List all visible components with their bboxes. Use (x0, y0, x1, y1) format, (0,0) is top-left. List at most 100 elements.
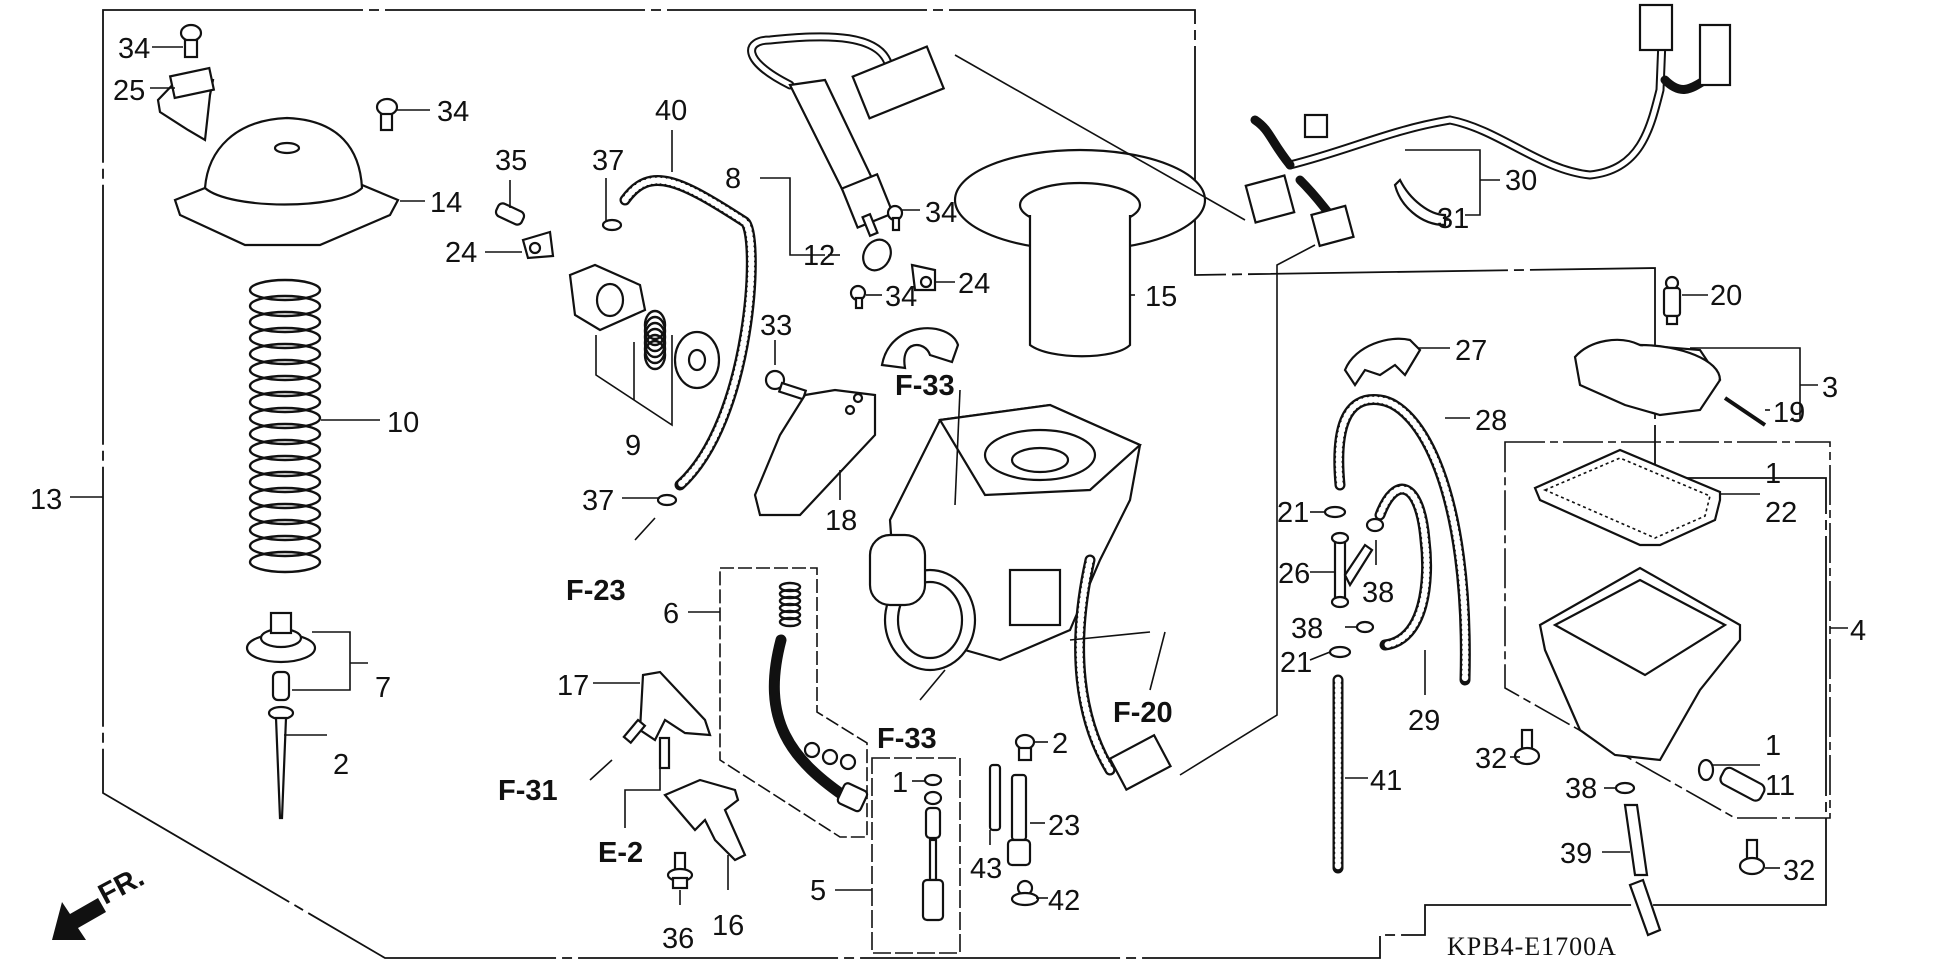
callout-5[interactable]: 5 (810, 875, 826, 907)
callout-14[interactable]: 14 (430, 187, 462, 219)
callout-36[interactable]: 36 (662, 923, 694, 955)
callout-34[interactable]: 34 (885, 281, 917, 313)
screw-32-b[interactable] (1738, 838, 1766, 876)
clamp-24-left[interactable] (521, 230, 555, 260)
reference-e2[interactable]: E-2 (598, 837, 643, 869)
callout-25[interactable]: 25 (113, 75, 145, 107)
wire-harness-30[interactable] (1244, 3, 1732, 248)
clip-38-c[interactable] (1614, 781, 1636, 795)
reference-f33-bottom[interactable]: F-33 (877, 723, 937, 755)
callout-28[interactable]: 28 (1475, 405, 1507, 437)
callout-37[interactable]: 37 (582, 485, 614, 517)
callout-31[interactable]: 31 (1437, 203, 1469, 235)
tube-holder-27[interactable] (1343, 337, 1422, 387)
callout-21[interactable]: 21 (1280, 647, 1312, 679)
screw-32-a[interactable] (1513, 728, 1541, 766)
callout-35[interactable]: 35 (495, 145, 527, 177)
clamp-24-center[interactable] (910, 263, 937, 292)
drain-tube-39[interactable] (1623, 803, 1662, 937)
throttle-stop-screw-set-6[interactable] (719, 567, 869, 838)
callout-12[interactable]: 12 (803, 240, 835, 272)
callout-19[interactable]: 19 (1773, 397, 1805, 429)
callout-2[interactable]: 2 (333, 749, 349, 781)
callout-37[interactable]: 37 (592, 145, 624, 177)
callout-1[interactable]: 1 (1765, 730, 1781, 762)
callout-10[interactable]: 10 (387, 407, 419, 439)
float-valve-20[interactable] (1662, 275, 1682, 326)
tube-29[interactable] (1374, 483, 1433, 651)
float-chamber-set-4[interactable] (1504, 441, 1831, 819)
spring-10[interactable] (248, 278, 322, 574)
slow-jet-43[interactable] (988, 763, 1002, 832)
callout-32[interactable]: 32 (1475, 743, 1507, 775)
callout-17[interactable]: 17 (557, 670, 589, 702)
clip-38-a[interactable] (1365, 517, 1385, 533)
callout-13[interactable]: 13 (30, 484, 62, 516)
float-pin-19[interactable] (1723, 396, 1767, 427)
callout-18[interactable]: 18 (825, 505, 857, 537)
drain-screw-11[interactable] (1697, 758, 1767, 803)
cable-holder-bracket-25[interactable] (156, 66, 216, 142)
needle-holder-set-7[interactable] (245, 611, 317, 702)
callout-34[interactable]: 34 (925, 197, 957, 229)
plate-12[interactable] (858, 235, 897, 276)
callout-2[interactable]: 2 (1052, 728, 1068, 760)
reference-f20[interactable]: F-20 (1113, 697, 1173, 729)
callout-1[interactable]: 1 (892, 767, 908, 799)
tube-40[interactable] (619, 175, 757, 491)
callout-38[interactable]: 38 (1565, 773, 1597, 805)
callout-15[interactable]: 15 (1145, 281, 1177, 313)
callout-26[interactable]: 26 (1278, 558, 1310, 590)
reference-f31[interactable]: F-31 (498, 775, 558, 807)
air-cutoff-valve-9[interactable] (568, 263, 721, 390)
reference-f33-top[interactable]: F-33 (895, 370, 955, 402)
reference-f23[interactable]: F-23 (566, 575, 626, 607)
callout-34[interactable]: 34 (118, 33, 150, 65)
screw-33[interactable] (764, 369, 808, 401)
callout-4[interactable]: 4 (1850, 615, 1866, 647)
jet-needle-2[interactable] (267, 705, 295, 820)
screw-34-center-top[interactable] (886, 204, 904, 232)
screw-35[interactable] (494, 202, 526, 227)
callout-8[interactable]: 8 (725, 163, 741, 195)
cable-stay-18[interactable] (753, 388, 877, 517)
callout-27[interactable]: 27 (1455, 335, 1487, 367)
callout-30[interactable]: 30 (1505, 165, 1537, 197)
carburetor-body[interactable] (868, 403, 1173, 792)
callout-7[interactable]: 7 (375, 672, 391, 704)
callout-6[interactable]: 6 (663, 598, 679, 630)
callout-22[interactable]: 22 (1765, 497, 1797, 529)
screw-34-top[interactable] (179, 23, 203, 59)
callout-40[interactable]: 40 (655, 95, 687, 127)
callout-24[interactable]: 24 (958, 268, 990, 300)
callout-32[interactable]: 32 (1783, 855, 1815, 887)
band-31[interactable] (1393, 178, 1447, 227)
callout-24[interactable]: 24 (445, 237, 477, 269)
callout-23[interactable]: 23 (1048, 810, 1080, 842)
callout-16[interactable]: 16 (712, 910, 744, 942)
float-set-3[interactable] (1573, 338, 1722, 417)
needle-jet-holder-23[interactable] (1006, 773, 1032, 867)
screw-34-mid[interactable] (375, 97, 399, 132)
diaphragm-15[interactable] (953, 148, 1207, 358)
clip-21-top[interactable] (1323, 505, 1347, 519)
callout-33[interactable]: 33 (760, 310, 792, 342)
callout-38[interactable]: 38 (1362, 577, 1394, 609)
callout-1[interactable]: 1 (1765, 458, 1781, 490)
auto-bystarter-8[interactable] (747, 32, 946, 238)
clip-37-top[interactable] (601, 218, 623, 232)
callout-11[interactable]: 11 (1765, 770, 1795, 802)
callout-38[interactable]: 38 (1291, 613, 1323, 645)
callout-3[interactable]: 3 (1822, 372, 1838, 404)
lever-16[interactable] (663, 778, 747, 862)
callout-20[interactable]: 20 (1710, 280, 1742, 312)
clip-37-bottom[interactable] (656, 493, 678, 507)
callout-21[interactable]: 21 (1277, 497, 1309, 529)
joint-26[interactable] (1330, 531, 1374, 609)
screw-34-center-bottom[interactable] (849, 284, 867, 310)
screw-36[interactable] (666, 851, 694, 890)
callout-43[interactable]: 43 (970, 853, 1002, 885)
needle-jet-set-5[interactable] (871, 757, 961, 954)
callout-41[interactable]: 41 (1370, 765, 1402, 797)
tube-28[interactable] (1333, 394, 1471, 686)
